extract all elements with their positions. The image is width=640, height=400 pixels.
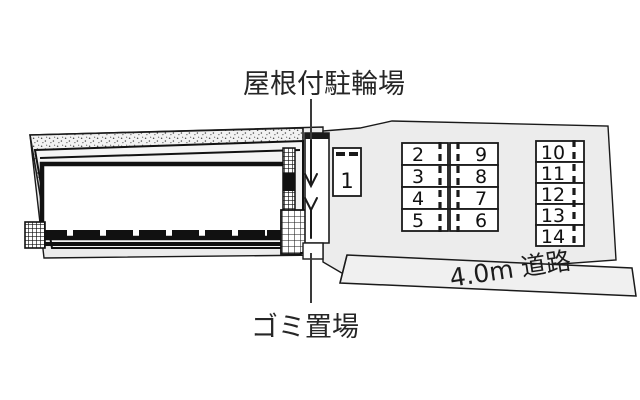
stall-number-5: 5 <box>412 210 424 232</box>
trash-area-marker <box>302 242 324 260</box>
stall-6[interactable] <box>449 208 499 232</box>
stall-group-right <box>535 140 585 247</box>
stall-number-4: 4 <box>412 188 424 210</box>
trash-area-label: ゴミ置場 <box>251 312 359 343</box>
stall-1[interactable] <box>332 147 362 197</box>
stall-number-14: 14 <box>541 226 565 248</box>
stall-number-2: 2 <box>412 144 424 166</box>
stall-number-3: 3 <box>412 166 424 188</box>
road-band <box>339 254 637 297</box>
bicycle-parking-label: 屋根付駐輪場 <box>243 69 405 100</box>
stall-number-13: 13 <box>541 205 565 227</box>
utility-block-icon <box>24 221 46 249</box>
stall-number-11: 11 <box>541 163 565 185</box>
bicycle-parking-area <box>304 132 330 244</box>
stall-number-8: 8 <box>475 166 487 188</box>
stall-number-7: 7 <box>475 188 487 210</box>
stall-number-12: 12 <box>541 184 565 206</box>
stall-5[interactable] <box>401 208 449 232</box>
stall-number-9: 9 <box>475 144 487 166</box>
stall-14[interactable] <box>535 224 585 247</box>
stall-group-center-left <box>401 142 449 232</box>
stall-number-1: 1 <box>340 169 353 193</box>
stall-number-6: 6 <box>475 210 487 232</box>
stall-group-center-right <box>449 142 499 232</box>
stall-number-10: 10 <box>541 142 565 164</box>
bike-arrow-icon <box>304 137 318 239</box>
apartment-building <box>24 127 304 249</box>
